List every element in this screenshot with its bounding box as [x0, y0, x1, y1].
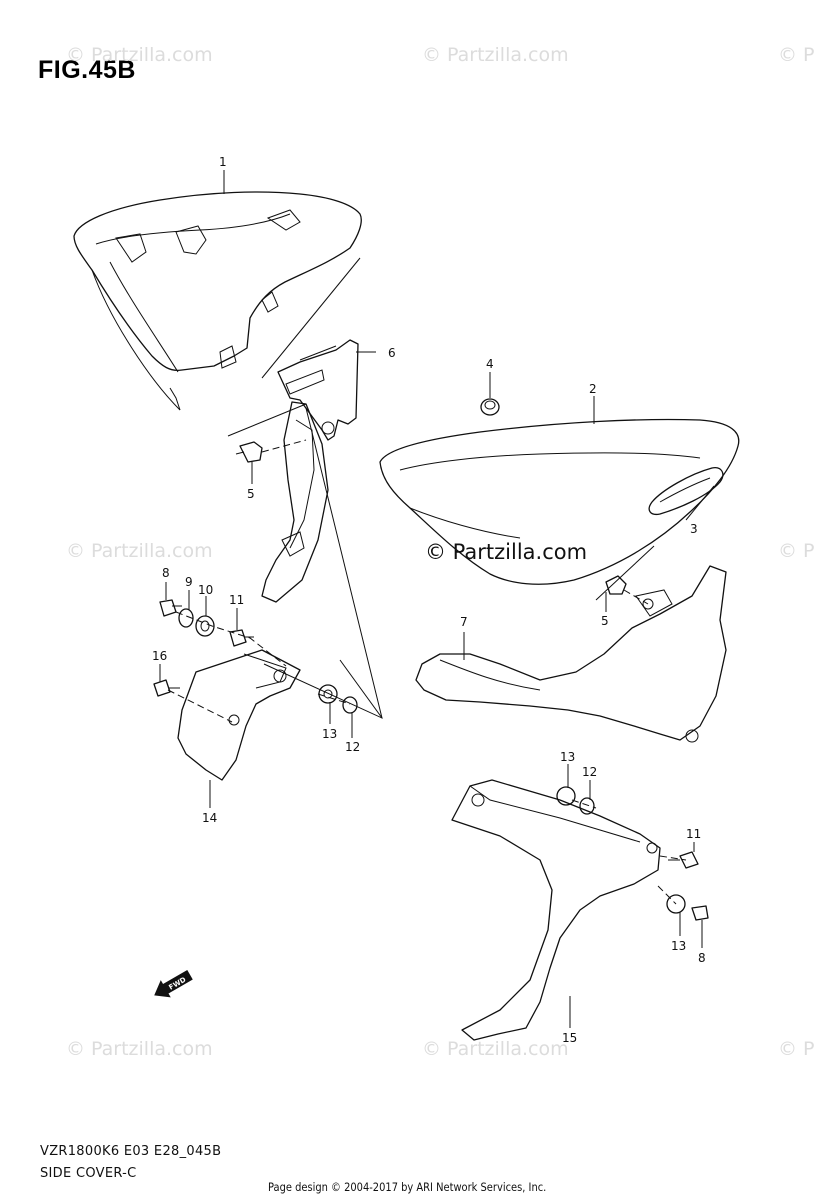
part-2-side-cover[interactable]: [379, 418, 740, 585]
part-8-bolt[interactable]: [159, 599, 182, 617]
figure-title: FIG.45B: [38, 56, 136, 84]
part-16-bolt[interactable]: [153, 679, 180, 697]
part-10-grommet[interactable]: [195, 615, 215, 637]
assembly-lines: [167, 439, 687, 905]
callout-8[interactable]: 8: [698, 951, 706, 965]
reference-lines: [227, 257, 655, 719]
part-11-bolt[interactable]: [229, 629, 254, 647]
watermark: © P: [778, 540, 815, 562]
part-13-grommet[interactable]: [318, 684, 338, 704]
part-5-screw[interactable]: [235, 441, 263, 463]
part-6-bracket[interactable]: [277, 339, 359, 441]
callout-13[interactable]: 13: [322, 727, 337, 741]
support-plate[interactable]: [261, 401, 329, 603]
watermark: © Partzilla.com: [66, 1038, 213, 1060]
watermark: © Partzilla.com: [422, 1038, 569, 1060]
callout-6[interactable]: 6: [388, 346, 396, 360]
callout-15[interactable]: 15: [562, 1031, 577, 1045]
part-3-emblem[interactable]: [648, 467, 724, 516]
callout-2[interactable]: 2: [589, 382, 597, 396]
callout-13[interactable]: 13: [671, 939, 686, 953]
callout-12[interactable]: 12: [345, 740, 360, 754]
callout-5[interactable]: 5: [247, 487, 255, 501]
watermark-main: © Partzilla.com: [425, 540, 588, 564]
part-12-collar[interactable]: [342, 696, 358, 714]
callout-8[interactable]: 8: [162, 566, 170, 580]
part-13-grommet[interactable]: [556, 786, 576, 806]
watermark: © P: [778, 44, 815, 66]
part-4-grommet[interactable]: [480, 398, 500, 416]
callout-5[interactable]: 5: [601, 614, 609, 628]
callout-labels: 1 2 3 4 5 5 6 7 8 8 9 10 11 11 12 12 13 …: [152, 155, 706, 1045]
callout-4[interactable]: 4: [486, 357, 494, 371]
part-13-grommet[interactable]: [666, 894, 686, 914]
page-credit: Page design © 2004-2017 by ARI Network S…: [268, 1180, 547, 1194]
part-14-lower-cover[interactable]: [177, 649, 301, 781]
callout-11[interactable]: 11: [229, 593, 244, 607]
part-8-bolt[interactable]: [691, 905, 709, 921]
part-11-bolt[interactable]: [668, 851, 699, 869]
callout-10[interactable]: 10: [198, 583, 213, 597]
fwd-arrow-icon: FWD: [154, 969, 193, 998]
part-5-screw[interactable]: [605, 575, 627, 595]
callout-13[interactable]: 13: [560, 750, 575, 764]
watermark: © P: [778, 1038, 815, 1060]
fwd-label: FWD: [168, 976, 188, 992]
model-code: VZR1800K6 E03 E28_045B: [40, 1144, 222, 1159]
callout-9[interactable]: 9: [185, 575, 193, 589]
callout-12[interactable]: 12: [582, 765, 597, 779]
callout-14[interactable]: 14: [202, 811, 217, 825]
watermark: © Partzilla.com: [66, 540, 213, 562]
part-12-collar[interactable]: [579, 797, 595, 815]
part-7-cover-bracket[interactable]: [415, 565, 727, 743]
callout-1[interactable]: 1: [219, 155, 227, 169]
part-15-lower-cover[interactable]: [451, 779, 661, 1041]
callout-11[interactable]: 11: [686, 827, 701, 841]
callout-3[interactable]: 3: [690, 522, 698, 536]
part-1-side-cover[interactable]: [73, 191, 362, 411]
part-9-washer[interactable]: [178, 608, 194, 628]
callout-7[interactable]: 7: [460, 615, 468, 629]
callout-16[interactable]: 16: [152, 649, 167, 663]
diagram-name: SIDE COVER-C: [40, 1166, 137, 1181]
watermark: © Partzilla.com: [422, 44, 569, 66]
callout-leaders: [159, 170, 715, 1028]
watermark: © Partzilla.com: [66, 44, 213, 66]
